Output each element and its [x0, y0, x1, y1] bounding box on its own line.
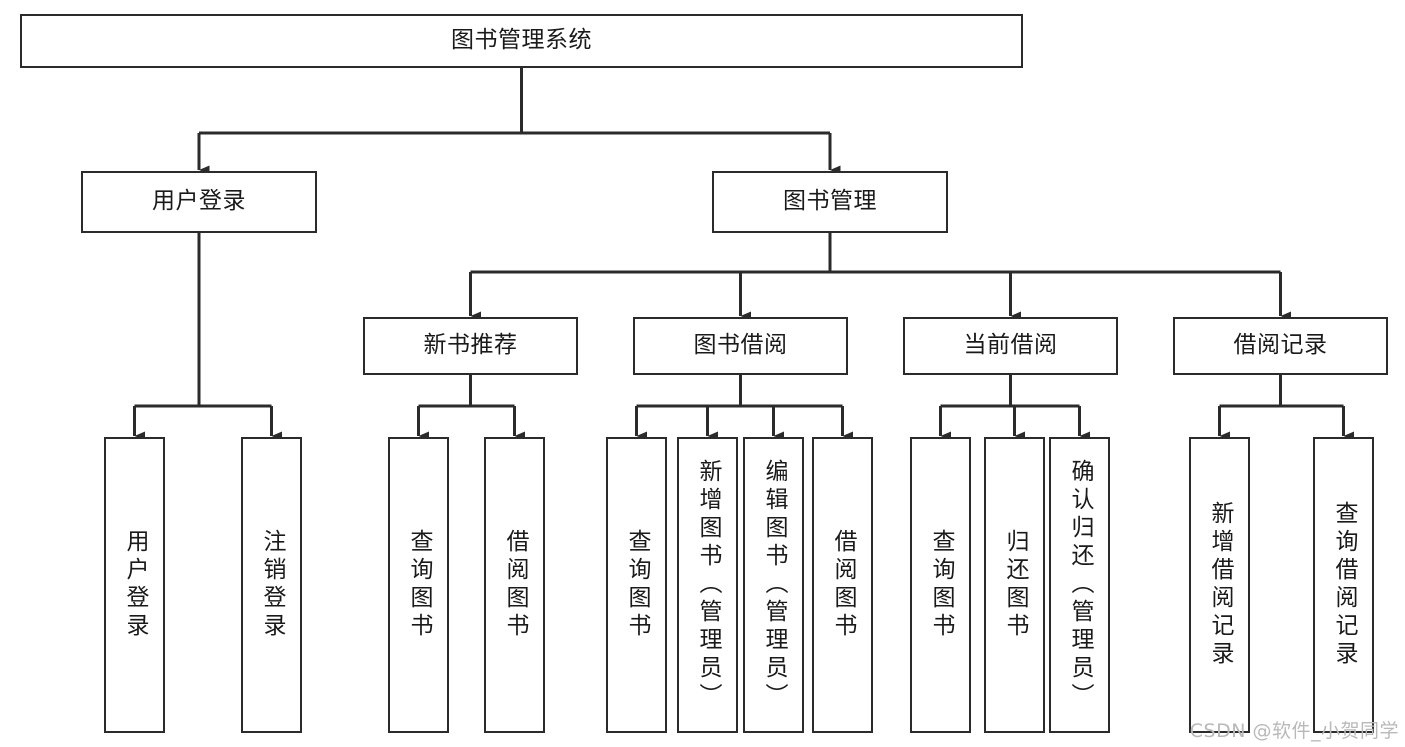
node-label-leaf-add-book: 新增图书（管理员） — [695, 459, 721, 711]
node-leaf-query-book-2[interactable]: 查询图书 — [606, 437, 667, 733]
node-new-book-rec[interactable]: 新书推荐 — [363, 317, 578, 375]
node-leaf-user-login[interactable]: 用户登录 — [104, 437, 165, 733]
node-label-leaf-borrow-book-1: 借阅图书 — [502, 529, 528, 641]
node-label-leaf-user-login: 用户登录 — [122, 529, 148, 641]
node-label-leaf-edit-book: 编辑图书（管理员） — [761, 459, 787, 711]
node-book-manage[interactable]: 图书管理 — [712, 171, 948, 233]
node-label-leaf-borrow-book-2: 借阅图书 — [830, 529, 856, 641]
node-leaf-add-record[interactable]: 新增借阅记录 — [1189, 437, 1250, 733]
node-leaf-confirm-return[interactable]: 确认归还（管理员） — [1049, 437, 1110, 733]
watermark-text: CSDN @软件_小贺同学 — [1189, 720, 1399, 742]
node-label-new-book-rec: 新书推荐 — [423, 332, 518, 359]
node-label-leaf-return-book: 归还图书 — [1002, 529, 1028, 641]
node-root[interactable]: 图书管理系统 — [20, 14, 1023, 68]
node-label-current-borrow: 当前借阅 — [963, 332, 1058, 359]
node-leaf-add-book[interactable]: 新增图书（管理员） — [677, 437, 738, 733]
node-label-leaf-query-book-1: 查询图书 — [406, 529, 432, 641]
node-leaf-query-record[interactable]: 查询借阅记录 — [1313, 437, 1374, 733]
node-label-leaf-query-record: 查询借阅记录 — [1331, 501, 1357, 669]
node-leaf-return-book[interactable]: 归还图书 — [984, 437, 1045, 733]
node-label-leaf-user-logout: 注销登录 — [259, 529, 285, 641]
node-leaf-query-book-3[interactable]: 查询图书 — [910, 437, 971, 733]
node-leaf-edit-book[interactable]: 编辑图书（管理员） — [743, 437, 804, 733]
node-leaf-query-book-1[interactable]: 查询图书 — [388, 437, 449, 733]
node-label-leaf-confirm-return: 确认归还（管理员） — [1067, 459, 1093, 711]
node-label-book-manage: 图书管理 — [783, 188, 877, 215]
node-label-user-login: 用户登录 — [152, 188, 246, 215]
node-leaf-user-logout[interactable]: 注销登录 — [241, 437, 302, 733]
node-current-borrow[interactable]: 当前借阅 — [903, 317, 1118, 375]
node-label-leaf-query-book-3: 查询图书 — [928, 529, 954, 641]
node-label-root: 图书管理系统 — [451, 27, 592, 54]
node-book-borrow[interactable]: 图书借阅 — [633, 317, 848, 375]
node-label-leaf-add-record: 新增借阅记录 — [1207, 501, 1233, 669]
node-borrow-record[interactable]: 借阅记录 — [1173, 317, 1388, 375]
node-label-leaf-query-book-2: 查询图书 — [624, 529, 650, 641]
node-leaf-borrow-book-2[interactable]: 借阅图书 — [812, 437, 873, 733]
node-label-book-borrow: 图书借阅 — [693, 332, 788, 359]
node-leaf-borrow-book-1[interactable]: 借阅图书 — [484, 437, 545, 733]
node-label-borrow-record: 借阅记录 — [1233, 332, 1328, 359]
node-user-login[interactable]: 用户登录 — [81, 171, 317, 233]
